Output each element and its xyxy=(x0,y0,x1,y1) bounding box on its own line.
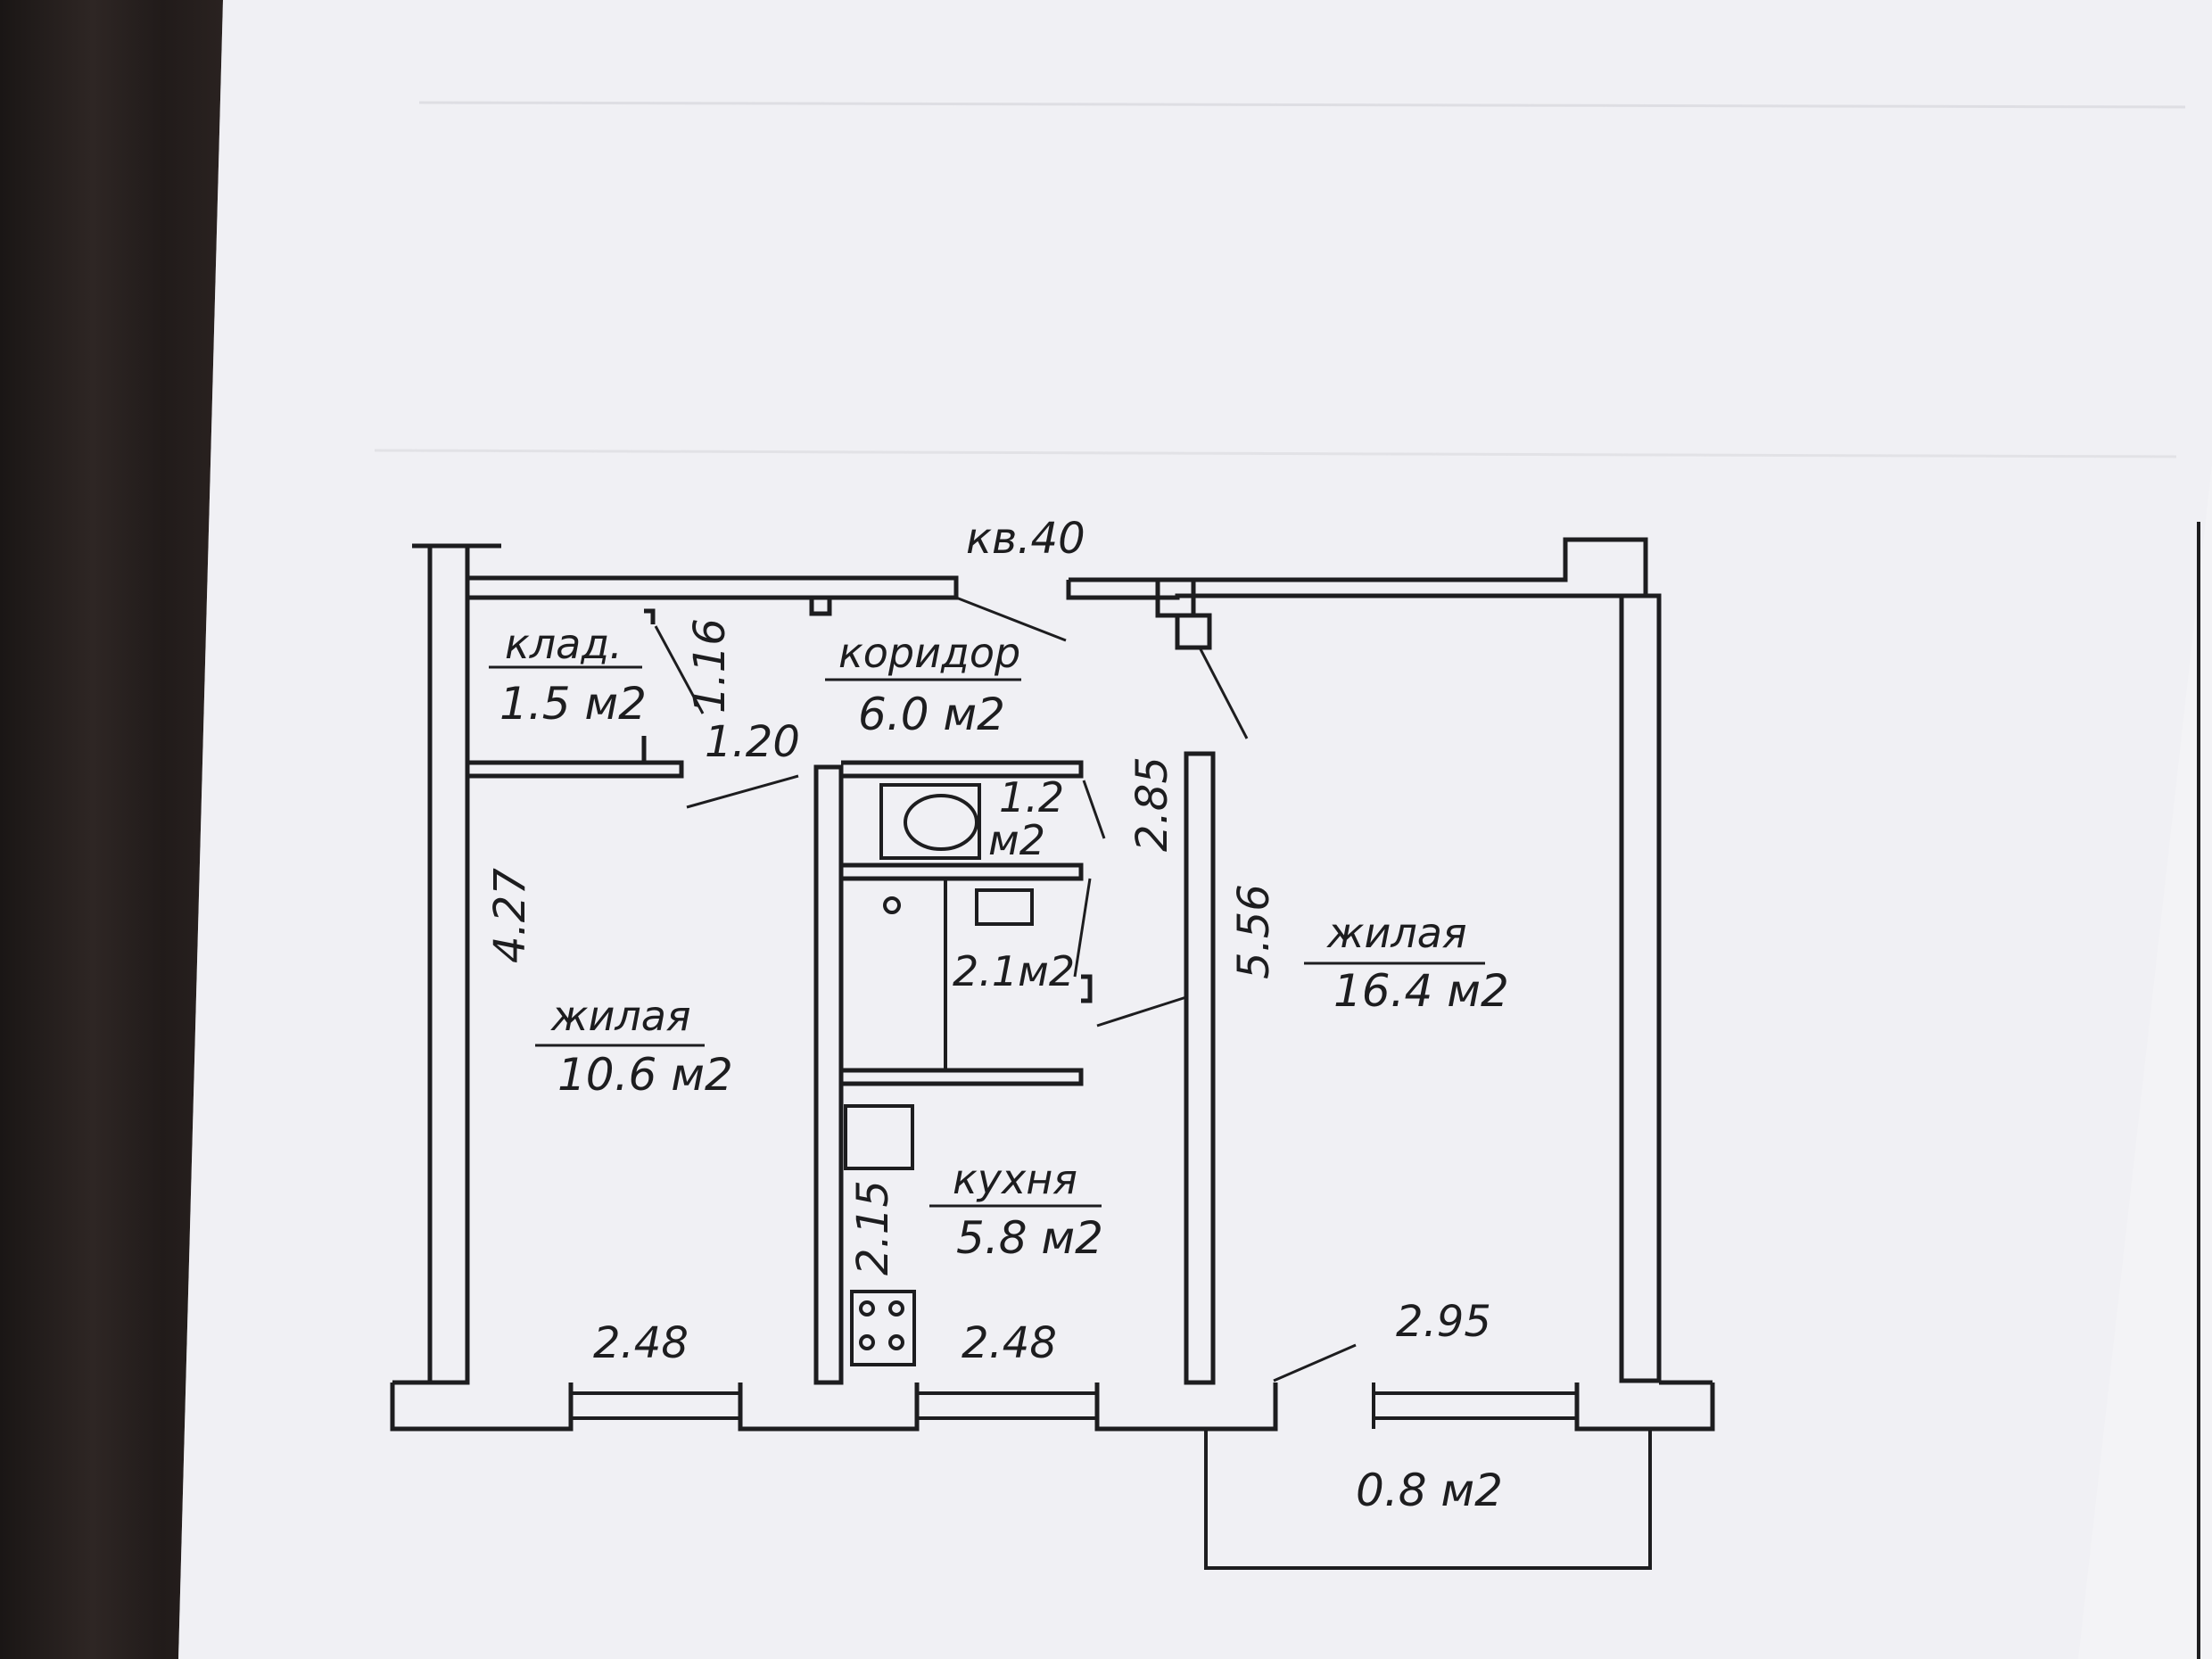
wall-bottom-1 xyxy=(390,1382,574,1432)
stove-icon xyxy=(850,1290,916,1366)
bath-door-stop xyxy=(1081,974,1093,1003)
fixtures xyxy=(844,783,1034,1366)
kitchen-door-swing xyxy=(1096,995,1187,1028)
kitchen-sink-icon xyxy=(844,1104,914,1170)
fold-line xyxy=(374,449,2177,458)
wall-bottom-3 xyxy=(1094,1382,1278,1432)
bath-area: 2.1м2 xyxy=(953,947,1075,995)
door-lines xyxy=(489,596,1485,1382)
wc-area-unit: м2 xyxy=(988,816,1045,864)
sink-icon xyxy=(975,888,1034,926)
toilet-tank xyxy=(879,783,981,860)
right-room-door-swing xyxy=(1198,647,1249,739)
dim-corridor-depth: 2.85 xyxy=(1127,756,1177,852)
wall-bottom-4 xyxy=(1574,1382,1715,1432)
storage-door-stop xyxy=(644,608,656,624)
wc-door-swing xyxy=(1082,780,1106,839)
vent-shaft-2 xyxy=(1175,613,1212,650)
paper-shade xyxy=(178,0,2212,1659)
dim-right-room-width: 2.95 xyxy=(1396,1297,1491,1347)
right-room-area: 16.4 м2 xyxy=(1333,965,1509,1017)
partition-left xyxy=(813,764,844,1385)
walls xyxy=(390,537,1715,1432)
burner-icon xyxy=(859,1334,875,1350)
toilet-bowl-icon xyxy=(904,794,978,851)
bath-door-swing xyxy=(1073,878,1092,978)
wc-area-value: 1.2 xyxy=(999,773,1064,821)
left-room-door-swing xyxy=(686,774,799,809)
dim-kitchen-depth: 2.15 xyxy=(848,1180,898,1275)
balcony-area: 0.8 м2 xyxy=(1356,1465,1503,1516)
right-room-name: жилая xyxy=(1326,909,1467,957)
entrance-door-swing xyxy=(955,596,1067,642)
dim-left-room-width: 2.48 xyxy=(593,1318,689,1368)
windows xyxy=(571,1382,1577,1429)
storage-door-swing xyxy=(654,625,705,714)
dim-kitchen-width: 2.48 xyxy=(962,1318,1057,1368)
partition-right xyxy=(1184,751,1216,1385)
storage-area: 1.5 м2 xyxy=(499,678,647,730)
dim-storage-width: 1.20 xyxy=(705,717,800,767)
drain-icon xyxy=(883,896,901,914)
left-room-name: жилая xyxy=(550,992,691,1040)
wc-bath-wall xyxy=(841,863,1084,881)
left-room-area: 10.6 м2 xyxy=(557,1049,733,1101)
corridor-name: коридор xyxy=(838,629,1020,677)
burner-icon xyxy=(888,1334,904,1350)
fold-line xyxy=(418,101,2186,109)
burner-icon xyxy=(859,1300,875,1316)
burner-icon xyxy=(888,1300,904,1316)
wc-top-wall xyxy=(841,760,1084,779)
wall-right-outer xyxy=(1619,593,1662,1383)
apartment-number: кв.40 xyxy=(966,514,1085,564)
kitchen-area: 5.8 м2 xyxy=(956,1212,1103,1264)
balcony-door-leader xyxy=(1273,1343,1357,1382)
dim-left-room-depth: 4.27 xyxy=(485,868,535,963)
kitchen-name: кухня xyxy=(953,1155,1077,1203)
storage-name: клад. xyxy=(505,620,623,668)
balcony-outline xyxy=(1204,1429,1652,1570)
wall-top-left xyxy=(467,575,959,616)
corridor-area: 6.0 м2 xyxy=(858,689,1005,740)
bath-kitchen-wall xyxy=(841,1068,1084,1086)
storage-partition xyxy=(467,760,684,779)
wall-bottom-2 xyxy=(738,1382,920,1432)
dim-right-room-depth: 5.56 xyxy=(1229,884,1279,979)
dim-storage-depth: 1.16 xyxy=(685,618,735,714)
